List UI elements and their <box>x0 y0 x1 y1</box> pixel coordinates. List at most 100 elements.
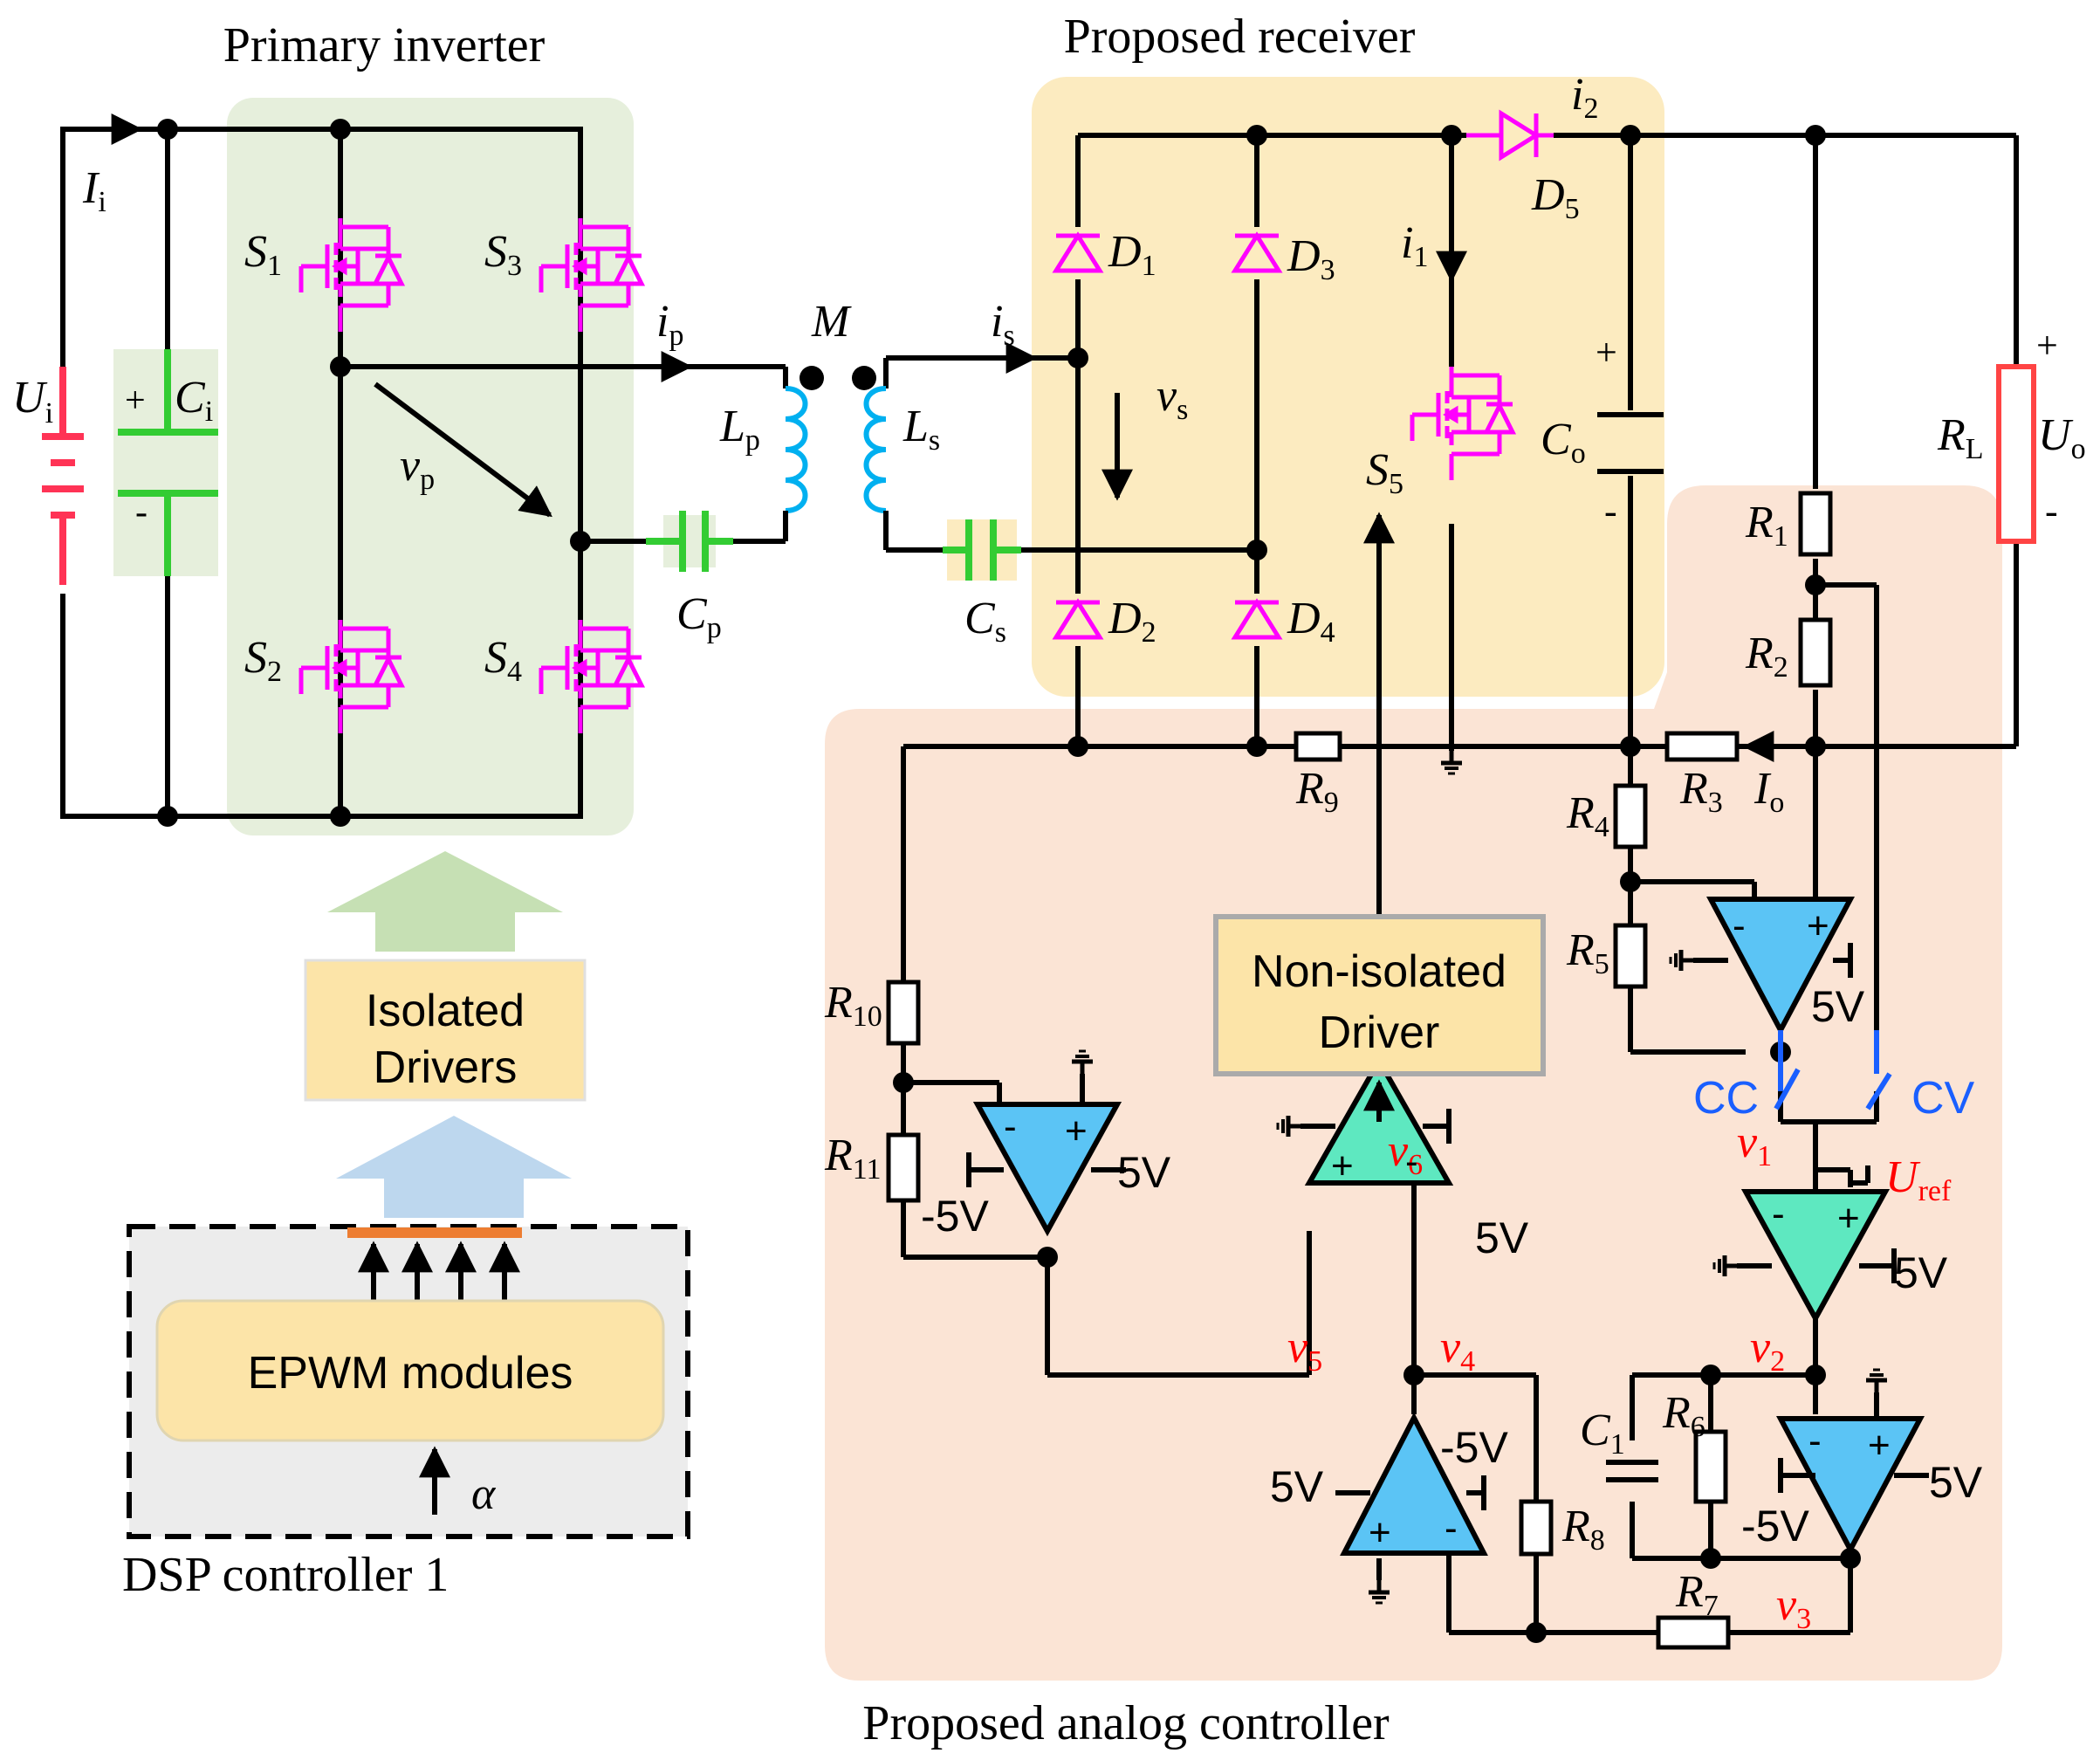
ci-minus: - <box>135 492 148 533</box>
label-r7: R7 <box>1675 1567 1719 1622</box>
co-plus: + <box>1596 331 1617 374</box>
isolated-line2: Drivers <box>374 1042 518 1093</box>
nonisolated-driver-box <box>1213 914 1546 1076</box>
junction-dots <box>157 119 591 827</box>
label-s4: S4 <box>484 633 522 688</box>
label-v6: v6 <box>1388 1126 1423 1181</box>
cc-opamp-5v: 5V <box>1811 982 1865 1031</box>
nonisolated-line1: Non-isolated <box>1252 946 1506 997</box>
diode-d4 <box>1233 594 1280 646</box>
label-alpha: α <box>471 1469 497 1519</box>
capacitor-co <box>1597 412 1664 474</box>
label-uo: Uo <box>2038 410 2086 465</box>
label-d4: D4 <box>1287 594 1335 649</box>
label-ui: Ui <box>12 373 53 430</box>
inv-opamp-5v: 5V <box>1270 1462 1324 1511</box>
switch-s5 <box>1397 367 1513 541</box>
label-co: Co <box>1541 415 1586 470</box>
label-s2: S2 <box>244 633 282 688</box>
isolated-line1: Isolated <box>366 986 525 1036</box>
capacitor-ci <box>113 349 218 576</box>
ref-opamp-5v: 5V <box>1894 1248 1948 1297</box>
label-ci: Ci <box>175 373 213 428</box>
dot-primary <box>800 366 824 390</box>
resistor-r10 <box>886 980 921 1046</box>
opamp-error <box>966 1074 1126 1237</box>
co-minus: - <box>1604 490 1617 533</box>
uo-plus: + <box>2036 324 2058 367</box>
resistor-r9 <box>1294 731 1342 762</box>
label-v5: v5 <box>1287 1323 1322 1378</box>
label-is: is <box>991 297 1015 352</box>
label-cs: Cs <box>964 594 1006 649</box>
pi-opamp-plus: + <box>1868 1424 1891 1467</box>
label-io: Io <box>1753 764 1784 819</box>
label-r11: R11 <box>824 1131 882 1186</box>
err-opamp-plus: + <box>1065 1110 1088 1152</box>
green-arrow <box>327 851 563 952</box>
controller-dots <box>893 574 1861 1643</box>
diode-d2 <box>1054 594 1101 646</box>
resistor-r1 <box>1798 491 1833 557</box>
opamp-ref <box>1737 1165 1897 1324</box>
opamp-inv <box>1335 1412 1488 1580</box>
load-resistor <box>1996 364 2036 544</box>
cv-switch[interactable] <box>1865 1030 1892 1110</box>
vp-arrow <box>374 382 552 518</box>
label-ls: Ls <box>902 402 940 457</box>
label-s3: S3 <box>484 227 522 282</box>
resistor-r2 <box>1798 617 1833 688</box>
label-s5: S5 <box>1366 445 1403 500</box>
uo-minus: - <box>2045 490 2058 533</box>
ref-opamp-plus: + <box>1837 1197 1860 1240</box>
label-c1: C1 <box>1580 1406 1625 1461</box>
receiver-title: Proposed receiver <box>1064 10 1416 64</box>
blue-arrow <box>336 1116 572 1218</box>
resistor-r3 <box>1664 731 1740 762</box>
resistor-r8 <box>1519 1499 1554 1557</box>
resistor-r6 <box>1693 1429 1728 1504</box>
label-i1: i1 <box>1401 218 1428 273</box>
controller-title: Proposed analog controller <box>862 1696 1390 1750</box>
pi-opamp-neg5v: -5V <box>1741 1502 1809 1550</box>
cc-switch[interactable] <box>1774 1030 1801 1110</box>
resistor-r4 <box>1613 783 1648 849</box>
resistor-r7 <box>1656 1615 1731 1650</box>
comp-opamp-minus: - <box>1405 1140 1418 1183</box>
pi-opamp-minus: - <box>1808 1420 1822 1462</box>
label-m: M <box>811 297 852 347</box>
inv-opamp-plus: + <box>1369 1511 1391 1554</box>
dsp-title: DSP controller 1 <box>122 1548 449 1602</box>
opamp-cc <box>1693 897 1855 1036</box>
err-opamp-neg5v: -5V <box>921 1192 989 1241</box>
label-ii: Ii <box>82 163 106 218</box>
label-cv: CV <box>1911 1073 1975 1124</box>
label-i2: i2 <box>1571 70 1598 125</box>
comp-opamp-5v: 5V <box>1475 1213 1529 1262</box>
label-r5: R5 <box>1566 925 1609 980</box>
label-s1: S1 <box>244 227 282 282</box>
label-vp: vp <box>400 441 435 496</box>
primary-inverter-title: Primary inverter <box>223 18 546 72</box>
inv-opamp-minus: - <box>1445 1507 1458 1550</box>
label-r6: R6 <box>1662 1388 1705 1443</box>
epwm-modules-box <box>155 1299 665 1442</box>
capacitor-cs <box>943 519 1021 581</box>
err-opamp-5v: 5V <box>1117 1148 1171 1197</box>
label-d3: D3 <box>1287 231 1335 286</box>
isolated-drivers-box <box>304 959 587 1102</box>
label-r3: R3 <box>1679 764 1723 819</box>
diode-d3 <box>1233 227 1280 279</box>
label-uref: Uref <box>1885 1152 1952 1207</box>
label-v2: v2 <box>1750 1323 1785 1378</box>
capacitor-cp <box>646 511 733 572</box>
label-v4: v4 <box>1440 1323 1475 1378</box>
label-cp: Cp <box>676 589 722 644</box>
label-v1: v1 <box>1737 1117 1772 1172</box>
label-vs: vs <box>1156 371 1188 426</box>
capacitor-c1 <box>1606 1440 1658 1502</box>
epwm-label: EPWM modules <box>248 1348 573 1399</box>
resistor-r5 <box>1613 923 1648 989</box>
label-cc: CC <box>1693 1073 1759 1124</box>
